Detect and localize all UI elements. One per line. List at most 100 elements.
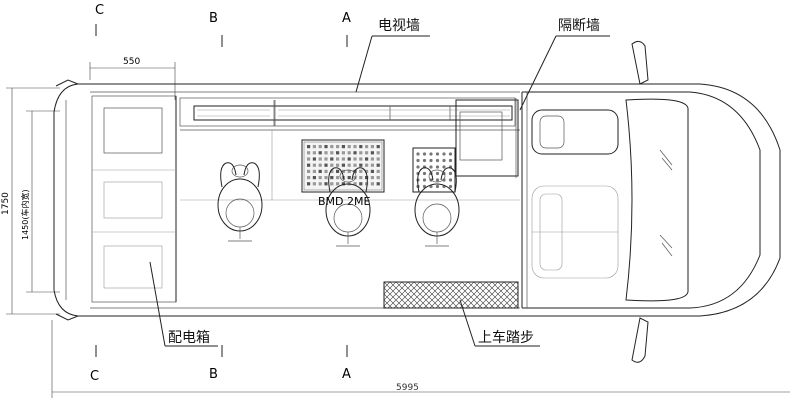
console-button [376, 151, 380, 155]
console-button [330, 176, 334, 180]
console-button [370, 163, 374, 167]
console-button [353, 151, 357, 155]
tv-wall [179, 97, 516, 127]
console-button [318, 169, 322, 173]
dimension-550: 550 [89, 57, 176, 100]
console-button [370, 157, 374, 161]
panel-knob [429, 158, 433, 163]
console-button [370, 145, 374, 149]
console-button [353, 157, 357, 161]
console-button [336, 157, 340, 161]
console-button [347, 145, 351, 149]
panel-knob-grid [416, 152, 453, 189]
console-button [353, 176, 357, 180]
panel-knob [416, 165, 420, 169]
console-button [347, 169, 351, 173]
console-button [376, 169, 380, 173]
desk-area [180, 129, 520, 201]
console-button [312, 157, 316, 161]
console-button [324, 151, 328, 155]
console-button [330, 145, 334, 149]
console-button [359, 163, 363, 167]
console-button [359, 145, 363, 149]
console-button [341, 151, 345, 155]
partition-wall [455, 98, 519, 178]
panel-knob [442, 165, 446, 169]
callout-partition-wall-label: 隔断墙 [558, 18, 600, 34]
console-button [336, 176, 340, 180]
section-markers-top: C B A [95, 3, 351, 47]
section-markers-bottom: C B A [90, 345, 351, 384]
callout-power-box-label: 配电箱 [168, 330, 210, 346]
console-button [312, 145, 316, 149]
callout-tv-wall: 电视墙 [355, 18, 430, 93]
console-button [318, 176, 322, 180]
panel-knob [422, 158, 427, 163]
console-button [365, 157, 369, 161]
console-button [330, 169, 334, 173]
console-button [318, 157, 322, 161]
console-button [359, 182, 363, 186]
section-marker-c-bottom: C [90, 369, 99, 384]
callout-power-box: 配电箱 [149, 261, 218, 347]
console-button [307, 145, 311, 149]
console-button [312, 182, 316, 186]
console-button [312, 163, 316, 167]
console-button [353, 145, 357, 149]
console-button [376, 145, 380, 149]
panel-knob [448, 184, 453, 189]
console-button [307, 182, 311, 186]
operator-chair-1 [217, 162, 263, 242]
console-button [347, 176, 351, 180]
console-button [312, 169, 316, 173]
console-button [324, 176, 328, 180]
console-button [307, 169, 311, 173]
console-button [336, 145, 340, 149]
console-button [324, 182, 328, 186]
console-button [353, 163, 357, 167]
callout-partition-wall: 隔断墙 [519, 18, 610, 111]
audio-panel [412, 147, 456, 193]
video-switcher-console: BMD 2ME [301, 139, 385, 208]
panel-knob [435, 152, 440, 156]
console-button [324, 157, 328, 161]
dashboard [625, 98, 689, 302]
panel-knob [435, 165, 440, 169]
console-button [318, 163, 322, 167]
console-button [359, 169, 363, 173]
console-button-grid [307, 145, 380, 186]
console-button [376, 157, 380, 161]
section-marker-b-bottom: B [209, 367, 218, 382]
console-button [324, 169, 328, 173]
console-button [336, 163, 340, 167]
callout-boarding-step-label: 上车踏步 [478, 329, 534, 346]
console-button [376, 163, 380, 167]
panel-knob [435, 184, 440, 189]
console-button [341, 145, 345, 149]
console-button [330, 182, 334, 186]
panel-knob [448, 178, 453, 182]
console-button [307, 163, 311, 167]
console-button [336, 182, 340, 186]
panel-knob [435, 158, 440, 163]
panel-knob [442, 178, 446, 182]
console-button [330, 163, 334, 167]
boarding-step [383, 281, 519, 309]
console-button [365, 163, 369, 167]
console-button [365, 169, 369, 173]
console-button [365, 145, 369, 149]
console-button [312, 176, 316, 180]
console-button [307, 176, 311, 180]
console-button [307, 157, 311, 161]
panel-knob [422, 152, 427, 156]
dimension-1750-label: 1750 [1, 192, 11, 215]
console-label: BMD 2ME [318, 195, 370, 208]
console-button [365, 151, 369, 155]
console-button [324, 163, 328, 167]
callout-boarding-step: 上车踏步 [459, 299, 540, 347]
vehicle-body [53, 40, 781, 363]
console-button [312, 151, 316, 155]
console-button [336, 151, 340, 155]
panel-knob [442, 152, 446, 156]
